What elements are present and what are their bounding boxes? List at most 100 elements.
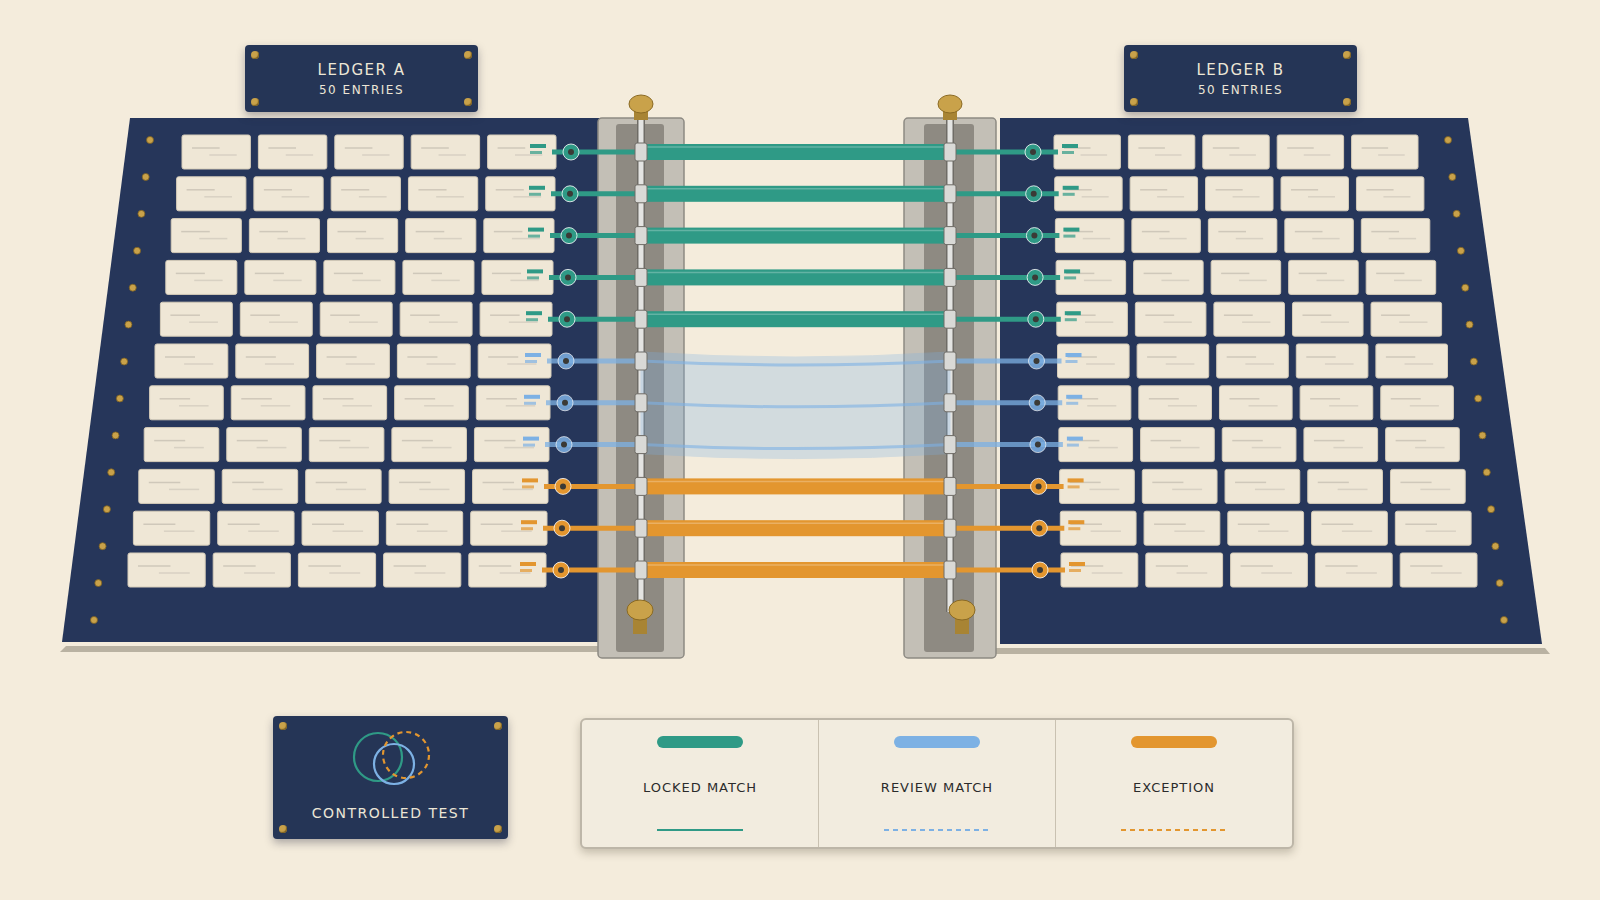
- ledger-card: [1059, 428, 1133, 462]
- ledger-card: [1217, 344, 1289, 378]
- ledger-card: [1219, 386, 1292, 420]
- band-eyelet-hole: [568, 149, 574, 155]
- ledger-card: [313, 386, 387, 420]
- card-line: [405, 398, 436, 400]
- brass-stud: [125, 321, 132, 328]
- ledger-card: [1057, 302, 1128, 336]
- band-eyelet: [561, 228, 577, 244]
- match-tab: [1065, 311, 1081, 315]
- ledger-card: [155, 344, 228, 378]
- card-line: [338, 231, 367, 233]
- card-line: [1389, 238, 1416, 240]
- brass-stud: [91, 617, 98, 624]
- band-strap: [950, 150, 1058, 155]
- ledger-card: [227, 428, 302, 462]
- band-shine: [641, 522, 950, 524]
- ledger-card: [1208, 219, 1276, 253]
- plate-screw: [1343, 51, 1351, 59]
- ledger-card: [1061, 553, 1138, 587]
- card-line: [1232, 440, 1263, 442]
- ledger-card: [1296, 344, 1368, 378]
- card-line: [483, 482, 514, 484]
- match-tab: [1066, 353, 1082, 357]
- card-line: [1291, 189, 1318, 191]
- match-tab: [1066, 360, 1078, 363]
- card-line: [286, 154, 313, 156]
- card-line: [209, 154, 236, 156]
- rod-collar: [944, 436, 956, 454]
- rod-collar: [944, 143, 956, 161]
- match-tab: [1064, 276, 1076, 279]
- brass-stud: [108, 469, 115, 476]
- rod-collar: [635, 227, 647, 245]
- match-tab: [520, 569, 532, 572]
- ledger-card: [1366, 260, 1436, 294]
- card-line: [1142, 231, 1170, 233]
- match-tab: [1068, 478, 1084, 482]
- card-line: [496, 189, 524, 191]
- match-tab: [1063, 193, 1075, 196]
- card-line: [1085, 321, 1113, 323]
- card-line: [1149, 398, 1179, 400]
- brass-stud: [1501, 617, 1508, 624]
- card-line: [410, 314, 440, 316]
- ledger-card: [324, 260, 395, 294]
- match-tab: [1065, 318, 1077, 321]
- band-eyelet: [559, 311, 575, 327]
- band-eyelet: [1029, 353, 1045, 369]
- brass-stud: [134, 247, 141, 254]
- ledger-card: [160, 302, 232, 336]
- band-eyelet-hole: [566, 233, 572, 239]
- band-eyelet-hole: [1034, 358, 1040, 364]
- card-line: [1229, 398, 1259, 400]
- card-line: [1245, 363, 1274, 365]
- label-plate: LEDGER B50 ENTRIES: [1124, 45, 1357, 112]
- ledger-card: [1228, 511, 1304, 545]
- match-tab: [1068, 520, 1084, 524]
- ledger-card: [1386, 428, 1460, 462]
- card-line: [1302, 314, 1331, 316]
- card-line: [1366, 189, 1393, 191]
- match-band: [641, 186, 950, 202]
- band-eyelet: [1027, 269, 1043, 285]
- card-line: [1229, 154, 1256, 156]
- ledger-card: [486, 177, 555, 211]
- ledger-card: [1312, 511, 1388, 545]
- card-line: [1400, 482, 1431, 484]
- card-line: [394, 565, 426, 567]
- ledger-card: [1054, 135, 1120, 169]
- card-line: [154, 440, 185, 442]
- card-line: [427, 363, 456, 365]
- ledger-card: [395, 386, 469, 420]
- card-line: [264, 189, 292, 191]
- ledger-card: [1128, 135, 1194, 169]
- card-line: [327, 356, 357, 358]
- ledger-card: [400, 302, 472, 336]
- card-line: [1426, 530, 1456, 532]
- ledger-card: [1308, 469, 1383, 503]
- card-line: [1242, 321, 1270, 323]
- plate-screw: [1130, 98, 1138, 106]
- card-line: [1233, 196, 1260, 198]
- card-line: [241, 398, 272, 400]
- card-line: [509, 321, 538, 323]
- ledger-card: [236, 344, 309, 378]
- card-line: [510, 280, 538, 282]
- band-shine: [641, 230, 950, 232]
- brass-stud: [138, 210, 145, 217]
- ledger-card: [218, 511, 294, 545]
- card-line: [1238, 523, 1270, 525]
- legend-entry: EXCEPTION: [1055, 720, 1292, 847]
- band-eyelet: [555, 478, 571, 494]
- ledger-card: [1381, 386, 1454, 420]
- card-line: [174, 447, 204, 449]
- ledger-card: [1300, 386, 1373, 420]
- match-tab: [1067, 437, 1083, 441]
- ledger-card: [384, 553, 461, 587]
- card-line: [1329, 405, 1358, 407]
- card-line: [421, 147, 449, 149]
- brass-stud: [1462, 284, 1469, 291]
- card-line: [1083, 238, 1110, 240]
- rod-collar: [944, 185, 956, 203]
- venn-icon: [336, 726, 446, 788]
